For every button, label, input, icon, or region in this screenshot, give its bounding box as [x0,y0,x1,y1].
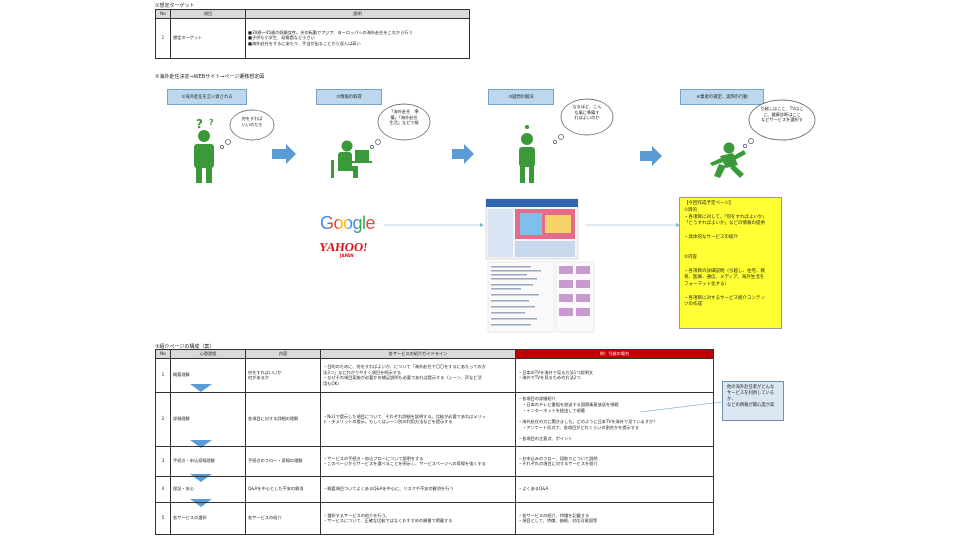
row-example: ・各サービスの紹介、特徴を記載する ・項目として、特徴、価格、対応可能国等 [515,501,714,535]
person-computer-icon [331,140,372,178]
yahoo-logo-text: YAHOO! [318,240,369,254]
header-guide: 各サービスの紹介ガイドライン [320,349,516,359]
flow-arrow-3 [640,146,662,166]
thought-cloud-3 [560,98,614,136]
table-row: 4 保証・安心 Q&Aを中心とした不安の解消 ・概要項目ついてよくあるQ&Aを中… [155,475,714,503]
svg-text:?: ? [196,117,203,131]
row-content: Q&Aを中心とした不安の解消 [245,475,321,503]
row-no: 2 [155,391,171,447]
stage-label-2: ②情報の取得 [316,89,382,105]
flow-arrow-2 [452,144,474,164]
structure-table: No 心理過程 内容 各サービスの紹介ガイドライン 例）引越の場合 1 概要理解… [155,349,714,535]
row-no: 3 [155,445,171,477]
row-example: ・日本のTVを海外で見る方法1つ説明文 ・海外でTVを見るための方法2つ [515,357,714,393]
person-thinking-icon: ? ? [194,117,214,183]
row-content: 各サービスの紹介 [245,501,321,535]
table-row: 1 概要理解 何をすればいいか 何があるか ・目的のために、何をすればよいか、に… [155,357,714,393]
row-guide: ・目的のために、何をすればよいか、について「海外赴任で〇〇をするにあたっての方 … [320,357,516,393]
structure-table-header: No 心理過程 内容 各サービスの紹介ガイドライン 例）引越の場合 [155,349,714,359]
row-guide: ・No1で提示した項目について、それぞれ詳細を説明する。比較が必要であればメリッ… [320,391,516,447]
header-no: No [155,349,171,359]
target-table: No 項目 説明 1 想定ターゲット ■30歳～45歳の既婚女性。夫の転勤でアジ… [155,9,470,59]
row-no: 4 [155,475,171,503]
row-psych: 各サービスの選択 [170,501,246,535]
google-logo-text: Google [320,213,376,233]
row-guide: ・概要項目ついてよくあるQ&Aを中心に、リスクや不安の解消を行う [320,475,516,503]
google-logo: Google [320,213,376,234]
thought-cloud-2 [377,103,431,141]
header-example: 例）引越の場合 [515,349,714,359]
table-row: 1 想定ターゲット ■30歳～45歳の既婚女性。夫の転勤でアジア、ヨーロッパへの… [155,17,470,59]
row-example: ・お申込みのフロー、段取りについて説明 ・それぞれの項目に対するサービスを紹介 [515,445,714,477]
row-desc: ■30歳～45歳の既婚女性。夫の転勤でアジア、ヨーロッパへの海外赴任をこれから行… [245,17,470,59]
table-row: 3 手続き・申込導線理解 手続きのフロー・導線の理解 ・サービスの手続き・申込フ… [155,445,714,477]
row-content: 各項目に対する詳細の理解 [245,391,321,447]
row-no: 5 [155,501,171,535]
person-idea-icon [519,125,535,183]
stage-label-1: ①海外赴任を言い渡される [167,89,247,105]
insight-callout: 他の海外赴任者がどんな サービスを利用しているか、 などの情報が関心度が高 [722,381,784,421]
thought-text-3: なるほど、こん な事に準備す ればよいのか [572,104,602,121]
thought-text-4: 引越しはここ、TVはこ こ、健康診断はここ などサービスを選択す [760,106,804,123]
table-row: 2 詳細理解 各項目に対する詳細の理解 ・No1で提示した項目について、それぞれ… [155,391,714,447]
row-guide: ・選択するサービスの紹介を行う。 ・サービスについて、正確な比較ではなくおすすめ… [320,501,516,535]
section2-title: ②海外赴任決定⇒WEBサイト⇒ページ遷移想定図 [155,74,265,80]
thought-text-2: 「海外赴任 準 備」「海外赴任 生活」などで検 [389,109,419,126]
table-row: 5 各サービスの選択 各サービスの紹介 ・選択するサービスの紹介を行う。 ・サー… [155,501,714,535]
plan-title: 【今回作成予定ページ】 [684,201,734,206]
row-example: ・各項目の詳細紹介 ・日本のテレビ番組を放送する国際衛星放送を視聴 ・インターネ… [515,391,714,447]
row-psych: 詳細理解 [170,391,246,447]
row-psych: 保証・安心 [170,475,246,503]
row-content: 手続きのフロー・導線の理解 [245,445,321,477]
row-psych: 概要理解 [170,357,246,393]
thought-cloud-4 [748,99,816,141]
header-content: 内容 [245,349,321,359]
row-example: ・よくあるQ&A [515,475,714,503]
thought-text-1: 何をすれば いいのだろ [241,116,263,127]
planned-page-box: 【今回作成予定ページ】 ①目的 ・各項目に対して、「何をすればよいか」 「どうす… [679,197,782,329]
section1-title: ①想定ターゲット [155,3,195,9]
stage-label-3: ③疑問の解決 [488,89,554,105]
plan-body: ①目的 ・各項目に対して、「何をすればよいか」 「どうすればよいか」などの情報の… [684,207,767,308]
svg-text:?: ? [209,118,214,127]
yahoo-logo-sub: JAPAN [340,253,354,258]
stage-label-4: ④業者の選定、実際の行動 [680,89,764,105]
flow-arrow-1 [272,144,296,164]
row-no: 1 [155,357,171,393]
row-content: 何をすればいいか 何があるか [245,357,321,393]
section3-title: ③紹介ページの構成（案） [155,344,215,350]
thought-cloud-1 [229,109,275,141]
row-guide: ・サービスの手続き・申込フローについて説明をする ・このページからサービスを選べ… [320,445,516,477]
person-running-icon [710,142,746,178]
row-psych: 手続き・申込導線理解 [170,445,246,477]
website-screenshot [485,198,595,333]
header-psych: 心理過程 [170,349,246,359]
